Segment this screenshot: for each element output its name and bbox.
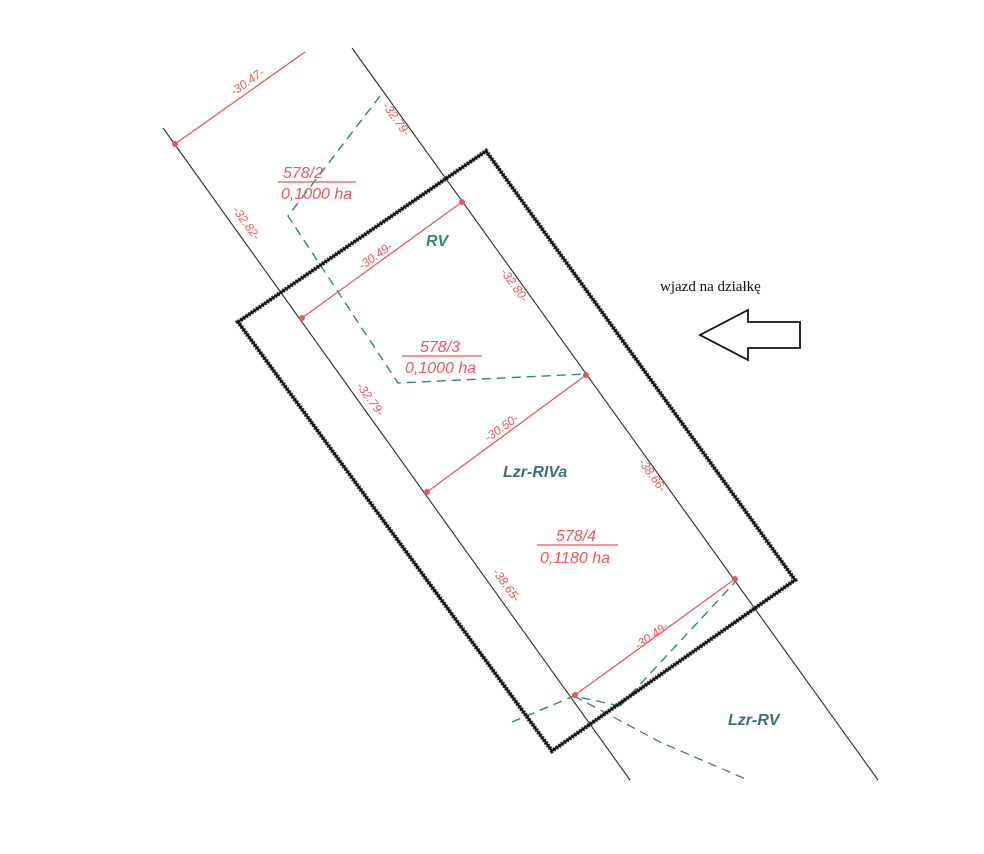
parcel-number-578-3: 578/3: [420, 339, 460, 356]
entry-caption: wjazd na działkę: [660, 279, 761, 295]
dimension-label-right-578-4: -38.66-: [636, 456, 670, 495]
dimension-label-right-578-3: -32.80-: [498, 266, 532, 305]
zone-label-lzr-rv: Lzr-RV: [728, 712, 781, 729]
parcel-area-578-4: 0,1180 ha: [540, 550, 610, 567]
parcel-number-578-4: 578/4: [556, 528, 596, 545]
plot-frame: [234, 147, 799, 755]
parcel-area-578-2: 0,1000 ha: [281, 186, 352, 203]
survey-point: [299, 315, 305, 321]
zone-label-lzr-riva: Lzr-RIVa: [503, 464, 567, 481]
zone-boundary-bottom-right: [619, 579, 738, 707]
left-arrow-icon: [698, 308, 801, 362]
dimension-line-top: [174, 51, 306, 145]
dimension-label-578-3-top-width: -30.49-: [356, 239, 395, 272]
parcel-boundary-left: [162, 127, 631, 781]
survey-point: [459, 199, 465, 205]
survey-point: [732, 576, 738, 582]
zone-boundary-rv: [287, 95, 587, 384]
survey-point: [424, 489, 430, 495]
parcel-area-578-3: 0,1000 ha: [405, 360, 476, 377]
dimension-label-left-578-2: -32.82-: [230, 204, 264, 243]
dimension-label-left-578-3: -32.79-: [354, 380, 388, 419]
zone-boundary-lzr-rv: [573, 695, 749, 781]
parcel-boundary-right: [351, 47, 879, 781]
survey-point: [572, 692, 578, 698]
dimension-line-578-4-bottom: [574, 578, 736, 696]
dimension-label-right-578-2: -32.79-: [380, 100, 414, 139]
dimension-label-578-4-bottom-width: -30.49-: [632, 619, 671, 652]
dimension-line-578-3-top: [301, 201, 463, 319]
plot-frame-inner: [236, 149, 797, 753]
parcel-number-578-2: 578/2: [283, 165, 323, 182]
dimension-label-left-578-4: -38.65-: [490, 566, 524, 605]
survey-point: [172, 141, 178, 147]
dimension-line-578-3-bottom: [426, 374, 587, 493]
zone-label-rv: RV: [426, 233, 450, 250]
survey-point: [583, 372, 589, 378]
